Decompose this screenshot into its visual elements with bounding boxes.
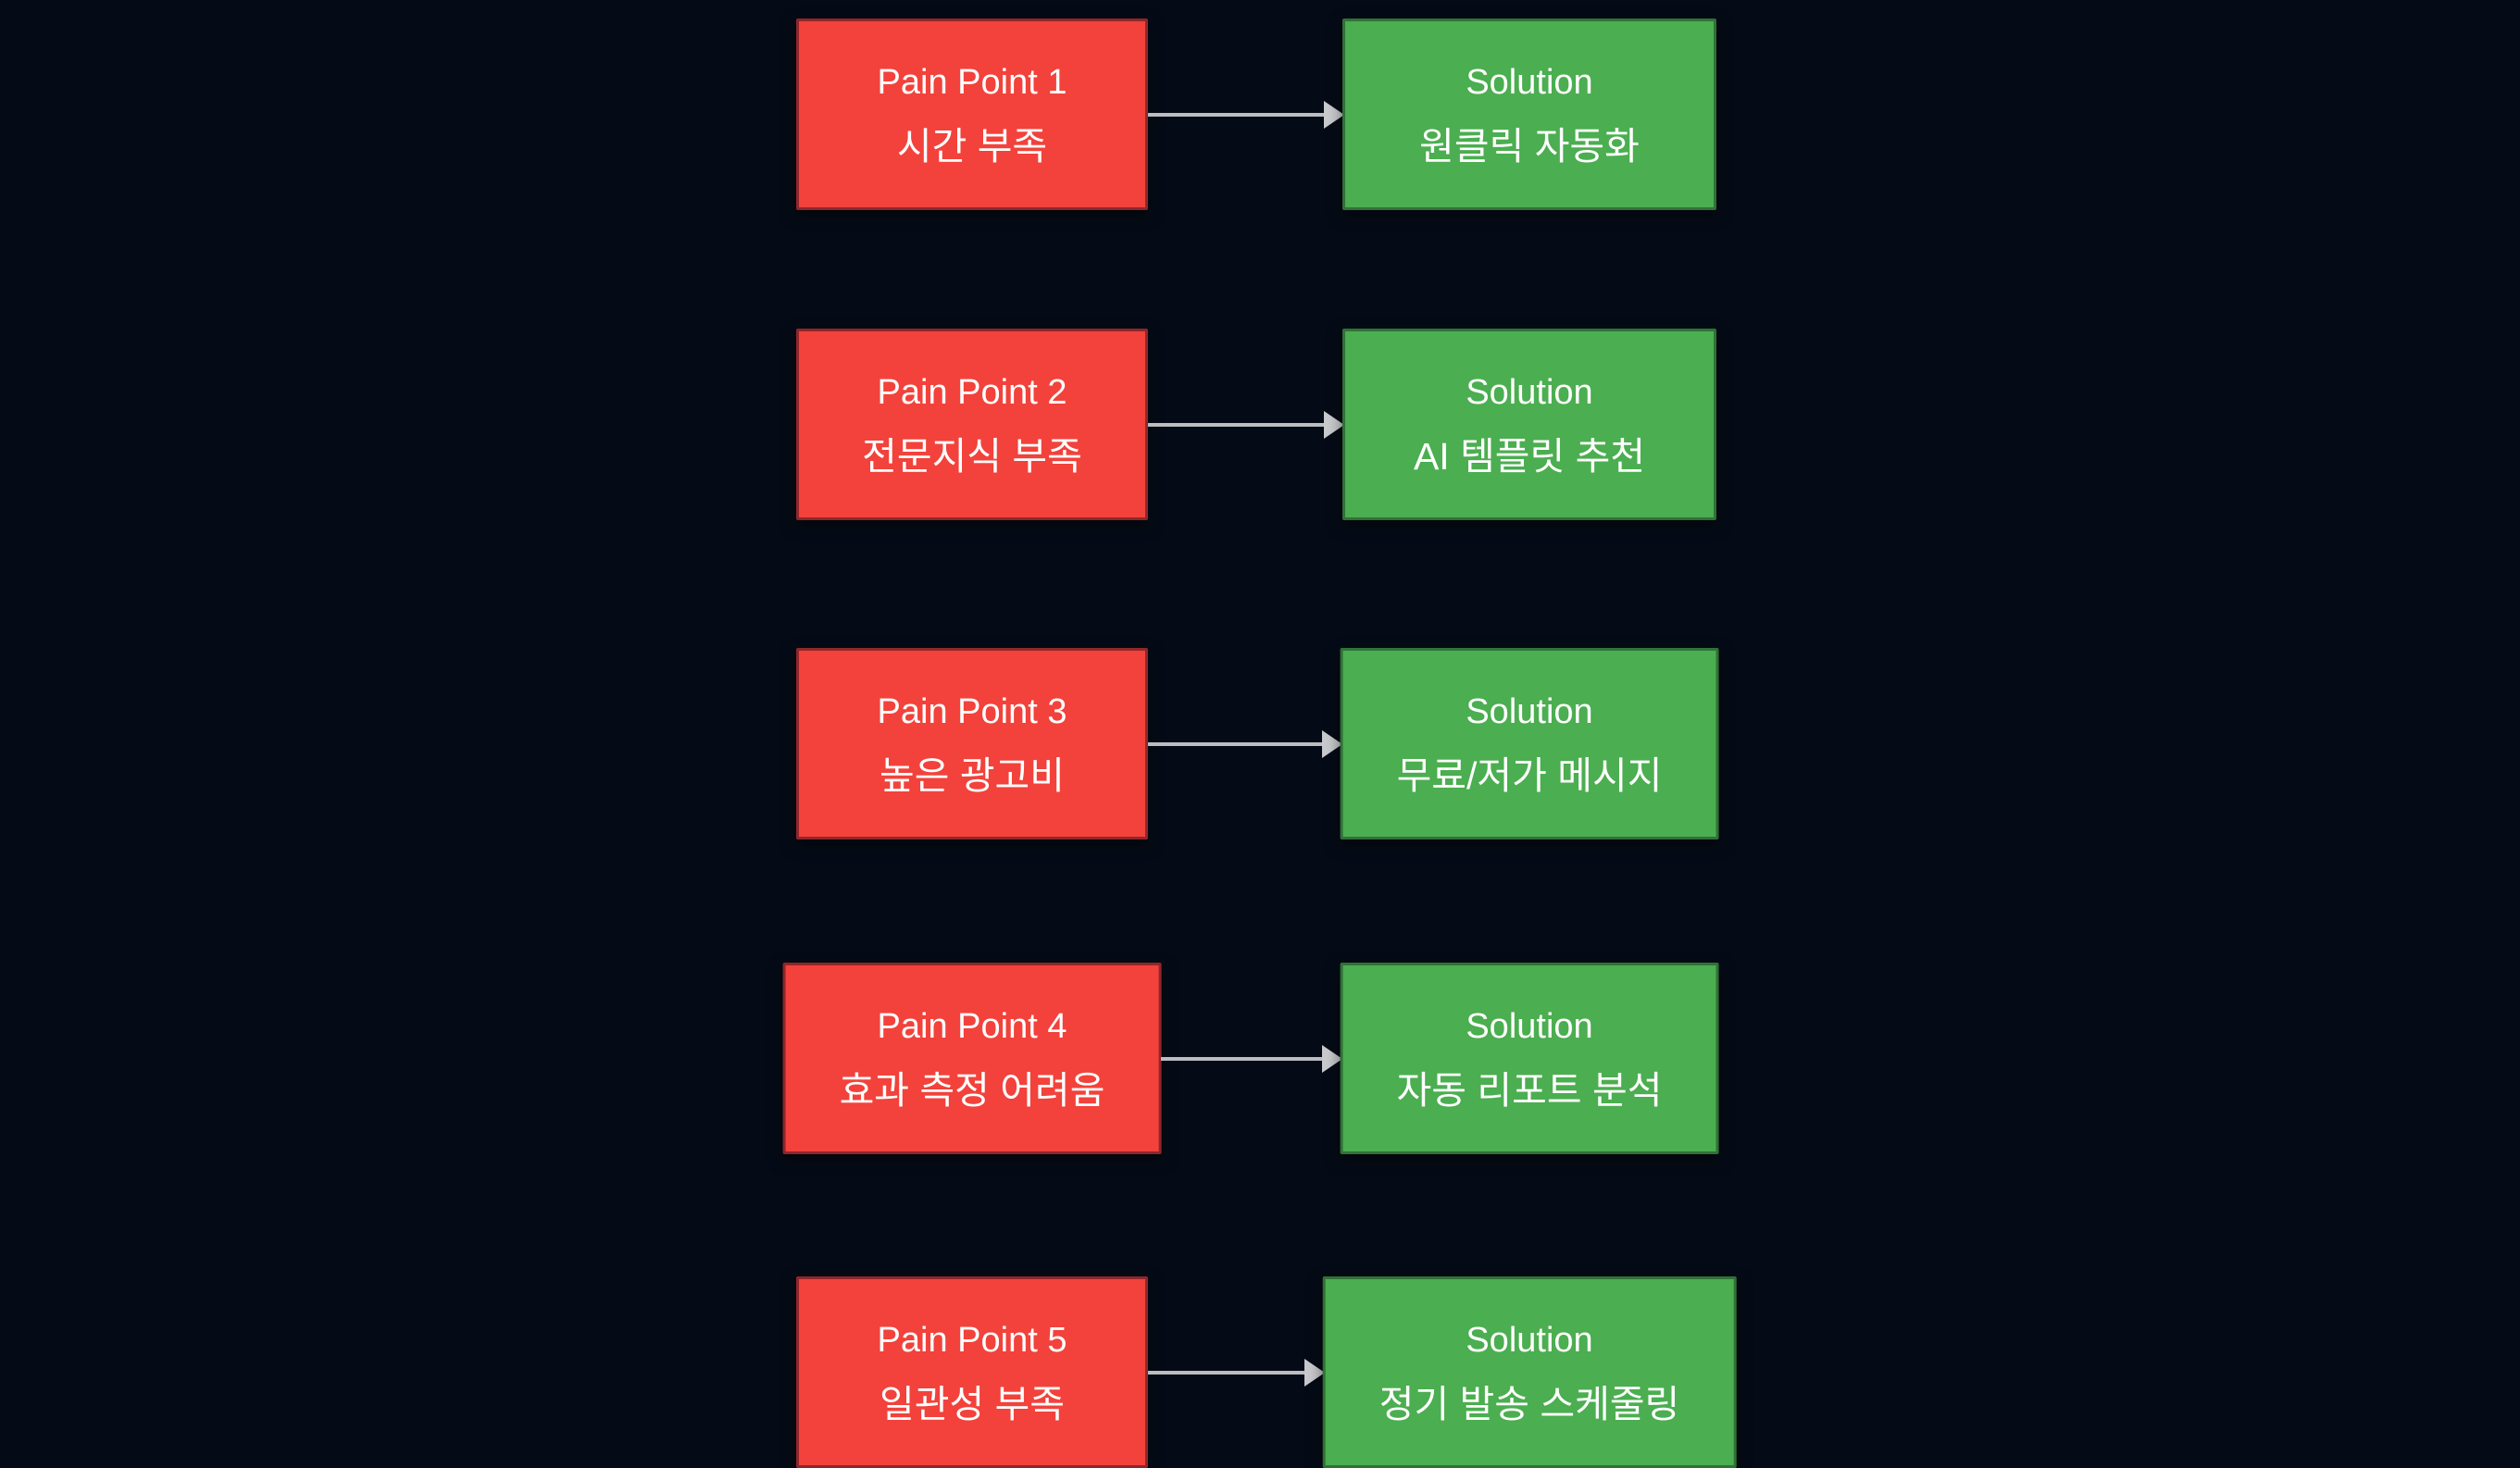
arrow-line: [1148, 422, 1325, 427]
connector-arrow: [1161, 963, 1342, 1154]
pain-solution-row: Pain Point 3 높은 광고비 Solution 무료/저가 메시지: [0, 648, 2520, 840]
connector-arrow: [1148, 648, 1342, 840]
solution-box: Solution 무료/저가 메시지: [1340, 648, 1719, 840]
arrow-right-icon: [1324, 410, 1344, 439]
pain-point-title: Pain Point 4: [877, 1006, 1067, 1046]
arrow-right-icon: [1304, 1358, 1325, 1387]
pain-point-subtitle: 일관성 부족: [880, 1382, 1065, 1425]
pain-point-subtitle: 높은 광고비: [880, 753, 1065, 797]
arrow-line: [1148, 741, 1323, 746]
solution-box: Solution AI 템플릿 추천: [1342, 329, 1716, 520]
arrow-right-icon: [1321, 729, 1342, 758]
pain-point-box: Pain Point 3 높은 광고비: [796, 648, 1148, 840]
pain-point-title: Pain Point 3: [877, 691, 1067, 731]
connector-arrow: [1148, 1276, 1325, 1468]
pain-solution-row: Pain Point 2 전문지식 부족 Solution AI 템플릿 추천: [0, 329, 2520, 520]
pain-point-box: Pain Point 1 시간 부족: [796, 19, 1148, 210]
solution-title: Solution: [1466, 62, 1593, 102]
pain-point-title: Pain Point 1: [877, 62, 1067, 102]
solution-box: Solution 정기 발송 스케줄링: [1322, 1276, 1737, 1468]
pain-solution-row: Pain Point 1 시간 부족 Solution 원클릭 자동화: [0, 19, 2520, 210]
pain-point-title: Pain Point 5: [877, 1320, 1067, 1360]
solution-subtitle: 자동 리포트 분석: [1396, 1068, 1663, 1112]
solution-subtitle: AI 템플릿 추천: [1413, 434, 1646, 478]
pain-point-title: Pain Point 2: [877, 372, 1067, 412]
solution-title: Solution: [1466, 691, 1593, 731]
arrow-line: [1148, 1370, 1305, 1375]
connector-arrow: [1148, 19, 1344, 210]
solution-subtitle: 무료/저가 메시지: [1396, 753, 1663, 797]
solution-subtitle: 원클릭 자동화: [1419, 124, 1640, 168]
solution-subtitle: 정기 발송 스케줄링: [1379, 1382, 1680, 1425]
pain-solution-row: Pain Point 5 일관성 부족 Solution 정기 발송 스케줄링: [0, 1276, 2520, 1468]
solution-title: Solution: [1466, 1320, 1593, 1360]
arrow-right-icon: [1321, 1044, 1342, 1073]
pain-point-box: Pain Point 5 일관성 부족: [796, 1276, 1148, 1468]
connector-arrow: [1148, 329, 1344, 520]
arrow-right-icon: [1324, 100, 1344, 129]
pain-point-subtitle: 전문지식 부족: [862, 434, 1082, 478]
pain-point-box: Pain Point 4 효과 측정 어려움: [782, 963, 1162, 1154]
arrow-line: [1148, 112, 1325, 117]
pain-point-subtitle: 시간 부족: [896, 124, 1048, 168]
arrow-line: [1161, 1056, 1323, 1061]
pain-point-box: Pain Point 2 전문지식 부족: [796, 329, 1148, 520]
solution-title: Solution: [1466, 372, 1593, 412]
solution-box: Solution 자동 리포트 분석: [1340, 963, 1719, 1154]
pain-point-subtitle: 효과 측정 어려움: [839, 1068, 1105, 1112]
solution-box: Solution 원클릭 자동화: [1342, 19, 1716, 210]
solution-title: Solution: [1466, 1006, 1593, 1046]
pain-solution-row: Pain Point 4 효과 측정 어려움 Solution 자동 리포트 분…: [0, 963, 2520, 1154]
